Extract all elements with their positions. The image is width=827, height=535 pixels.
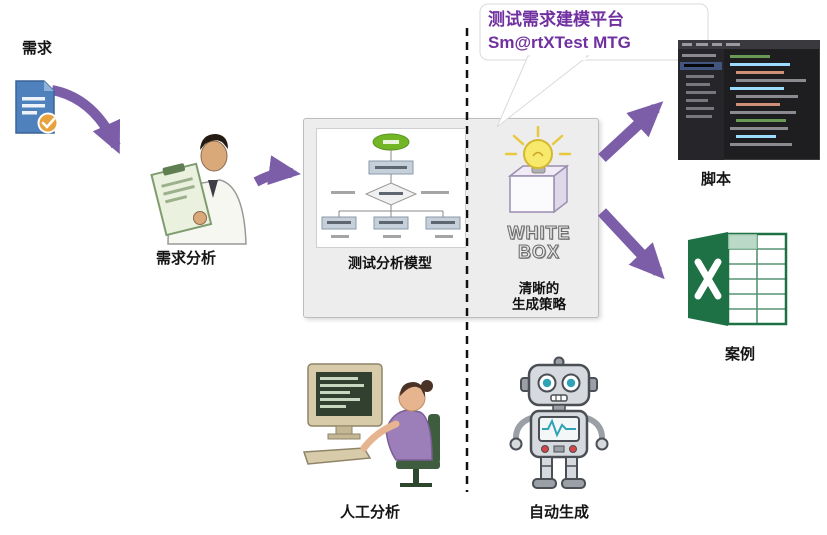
- requirement-analysis-label: 需求分析: [155, 250, 216, 267]
- manual-analysis-label: 人工分析: [339, 504, 400, 521]
- analyst-figure: [150, 134, 247, 245]
- white-box-line1: WHITE: [507, 223, 571, 243]
- arrow-requirement-to-analyst: [50, 85, 121, 155]
- white-box-line2: BOX: [517, 242, 560, 262]
- platform-subtitle: Sm@rtXTest MTG: [488, 33, 631, 52]
- case-label: 案例: [724, 346, 755, 363]
- auto-generation-label: 自动生成: [528, 504, 589, 521]
- robot-figure: [509, 356, 609, 489]
- strategy-text: 清晰的 生成策略: [497, 281, 581, 313]
- arrow-box-to-case: [597, 208, 665, 280]
- analysis-model-flowchart: [316, 128, 466, 248]
- strategy-line1: 清晰的: [518, 281, 560, 296]
- white-box-text: WHITE BOX: [497, 223, 581, 262]
- excel-icon: [688, 232, 788, 326]
- platform-title: 测试需求建模平台: [488, 10, 624, 29]
- script-label: 脚本: [700, 171, 731, 188]
- strategy-line2: 生成策略: [512, 297, 566, 312]
- person-at-computer-figure: [302, 363, 440, 487]
- requirement-document-icon: [15, 80, 59, 134]
- lightbulb-box-icon: [504, 126, 572, 214]
- requirement-label: 需求: [21, 40, 52, 57]
- arrow-box-to-script: [598, 101, 664, 163]
- script-editor-screenshot: [678, 40, 820, 160]
- arrow-analyst-to-box: [253, 155, 301, 187]
- analysis-model-label: 测试分析模型: [348, 255, 432, 271]
